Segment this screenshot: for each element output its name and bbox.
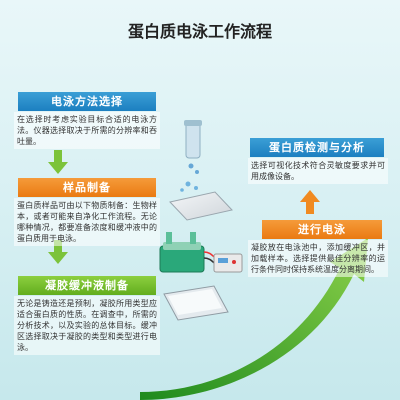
step-label-detection-analysis: 蛋白质检测与分析 xyxy=(250,138,384,157)
gel-cassette-icon xyxy=(163,285,229,321)
electrophoresis-tank-icon xyxy=(159,232,227,273)
step-label-method-selection: 电泳方法选择 xyxy=(18,92,156,111)
droplets-icon xyxy=(180,181,198,192)
step-label-gel-buffer-prep: 凝胶缓冲液制备 xyxy=(18,276,156,295)
step-desc-gel-buffer-prep: 无论是铸造还是预制，凝胶所用类型应适合蛋白质的性质。在调查中，所需的分析技术，以… xyxy=(14,296,160,355)
down-arrow-2 xyxy=(48,240,68,264)
step-label-sample-prep: 样品制备 xyxy=(18,178,156,197)
sample-plate-icon xyxy=(169,191,233,221)
step-desc-run-electrophoresis: 凝胶放在电泳池中，添加缓冲区，并加载样本。选择提供最佳分辨率的运行条件同时保持系… xyxy=(248,240,388,277)
sample-tube-icon xyxy=(184,120,202,174)
step-label-run-electrophoresis: 进行电泳 xyxy=(262,220,382,239)
page-title: 蛋白质电泳工作流程 xyxy=(127,22,272,41)
step-desc-detection-analysis: 选择可视化技术符合灵敏度要求并可用成像设备。 xyxy=(248,158,388,184)
step-desc-method-selection: 在选择时考虑实验目标合适的电泳方法。仪器选择取决于所需的分辨率和吞吐量。 xyxy=(14,112,160,149)
step-desc-sample-prep: 蛋白质样品可由以下物质制备：生物样本，或者可能来自净化工作流程。无论哪种情况，都… xyxy=(14,198,160,246)
power-supply-icon xyxy=(213,253,243,273)
up-arrow-right xyxy=(300,190,320,214)
down-arrow-1 xyxy=(48,150,68,174)
